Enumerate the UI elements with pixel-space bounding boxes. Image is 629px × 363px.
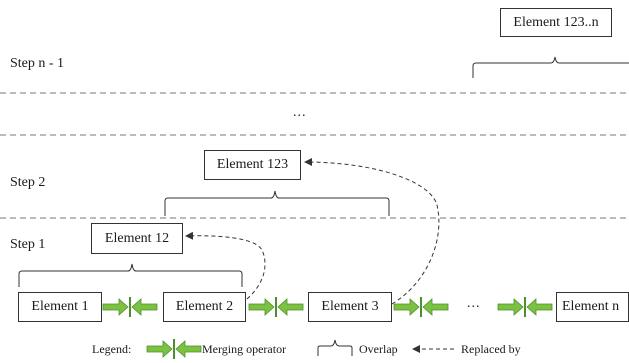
step-label-2: Step 2 — [10, 175, 46, 190]
merging-operator-2 — [248, 296, 304, 318]
element-n-box: Element n — [556, 292, 629, 322]
overlap-brace-step-n-minus-1 — [472, 56, 629, 78]
element-3-box: Element 3 — [308, 292, 392, 322]
element-12-box: Element 12 — [91, 223, 183, 254]
overlap-brace-step-2 — [164, 190, 390, 216]
legend-overlap-icon — [317, 339, 353, 356]
element-123-n-box: Element 123..n — [500, 8, 612, 37]
element-1-box: Element 1 — [18, 292, 102, 322]
legend-title: Legend: — [92, 342, 132, 356]
ellipsis-middle-steps: ... — [293, 105, 307, 120]
legend-replaced-by-label: Replaced by — [461, 342, 521, 356]
legend-merging-operator-label: Merging operator — [202, 342, 287, 356]
step-label-1: Step 1 — [10, 237, 46, 252]
element-2-box: Element 2 — [163, 292, 246, 322]
overlap-brace-step-1 — [18, 263, 243, 287]
merging-operator-3 — [393, 296, 449, 318]
merging-operator-4 — [497, 296, 553, 318]
replaced-by-arrow-element-2-to-element-12 — [185, 231, 266, 300]
replaced-by-arrow-element-3-to-element-123 — [304, 158, 440, 305]
legend-merging-operator-icon — [146, 338, 202, 360]
step-label-n-minus-1: Step n - 1 — [10, 56, 65, 71]
legend-overlap-label: Overlap — [359, 342, 398, 356]
ellipsis-element-row: ... — [467, 296, 481, 311]
merging-operator-1 — [102, 296, 158, 318]
element-123-box: Element 123 — [204, 150, 301, 180]
